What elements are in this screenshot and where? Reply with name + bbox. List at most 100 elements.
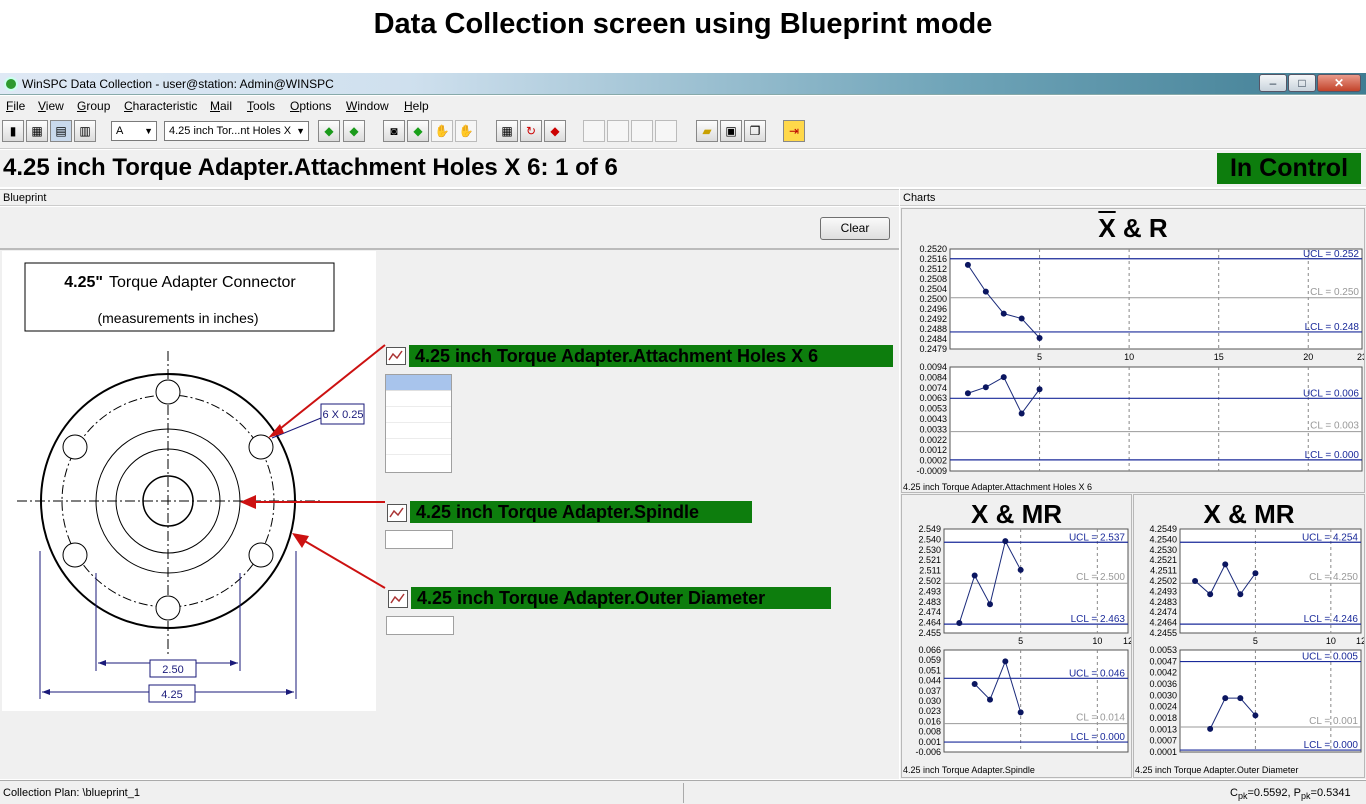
status-badge: In Control (1217, 153, 1361, 184)
chart-view-icon[interactable]: ▤ (50, 120, 72, 142)
menu-file[interactable]: File (6, 99, 26, 113)
outer-mr-ytick-label: 0.0030 (1149, 690, 1177, 700)
dim-inner-box (149, 659, 197, 678)
spindle-x-cl-label: CL = 2.500 (1076, 572, 1125, 583)
range-cl-label: CL = 0.003 (1310, 421, 1359, 432)
outer-mr-ytick-label: 0.0047 (1149, 656, 1177, 666)
xbar-data-point (1036, 335, 1043, 342)
hole-callout-box (320, 403, 365, 425)
grid-view-icon[interactable]: ▦ (26, 120, 48, 142)
blank-tool-4[interactable] (655, 120, 677, 142)
outer-mr-ytick-label: 0.0036 (1149, 679, 1177, 689)
accept-icon[interactable]: ◆ (407, 120, 429, 142)
stop-icon[interactable]: ◆ (544, 120, 566, 142)
spindle (142, 475, 194, 527)
menu-tools[interactable]: Tools (247, 99, 276, 113)
data-entry-icon[interactable]: ▮ (2, 120, 24, 142)
sample-combo[interactable]: A▼ (111, 121, 157, 141)
blueprint-drawing: 4.25"Torque Adapter Connector (measureme… (2, 251, 376, 711)
range-ytick-label: 0.0002 (919, 456, 947, 466)
close-button[interactable]: ✕ (1317, 74, 1361, 92)
monitor-icon[interactable]: ▣ (720, 120, 742, 142)
hand-icon[interactable]: ✋ (431, 120, 453, 142)
holes-entry-row[interactable] (386, 407, 451, 423)
hole-4 (155, 595, 181, 621)
blank-tool-3[interactable] (631, 120, 653, 142)
outer-chart-caption: 4.25 inch Torque Adapter.Outer Diameter (1135, 765, 1299, 775)
folder-icon[interactable]: ▰ (696, 120, 718, 142)
menu-help[interactable]: Help (404, 99, 429, 113)
previous-char-icon[interactable]: ◆ (318, 120, 340, 142)
status-divider (683, 783, 684, 803)
dim-outer-arrow-left (42, 689, 50, 695)
chart-toggle-icon-spindle[interactable] (387, 504, 407, 522)
outer-entry-field[interactable] (386, 616, 454, 635)
holes-entry-grid[interactable] (385, 374, 452, 473)
outer-x-ytick-label: 4.2455 (1149, 628, 1177, 638)
spindle-x-ytick-label: 2.530 (918, 545, 941, 555)
calculator-icon[interactable]: ▦ (496, 120, 518, 142)
xbar-data-point (964, 261, 971, 268)
char-label-outer[interactable]: 4.25 inch Torque Adapter.Outer Diameter (411, 587, 831, 609)
spindle-x-xtick-label: 10 (1092, 636, 1102, 646)
holes-entry-row[interactable] (386, 439, 451, 455)
spindle-mr-ytick-label: 0.023 (918, 706, 941, 716)
next-char-icon[interactable]: ◆ (343, 120, 365, 142)
outer-mr-data-point (1222, 695, 1229, 702)
charts-pane-label: Charts (900, 189, 1366, 206)
holes-entry-row[interactable] (386, 423, 451, 439)
outer-x-ytick-label: 4.2474 (1149, 607, 1177, 617)
outer-x-ytick-label: 4.2464 (1149, 618, 1177, 628)
chart-toggle-icon-outer[interactable] (388, 590, 408, 608)
chart-toggle-icon-holes[interactable] (386, 347, 406, 365)
maximize-button[interactable]: □ (1288, 74, 1316, 92)
outer-x-xtick-label: 10 (1326, 636, 1336, 646)
callout-arrows (240, 344, 386, 589)
exit-icon[interactable]: ⇥ (783, 120, 805, 142)
minimize-button[interactable]: – (1259, 74, 1287, 92)
menu-group[interactable]: Group (77, 99, 111, 113)
xbar-ytick-label: 0.2484 (919, 334, 947, 344)
hand-alt-icon[interactable]: ✋ (455, 120, 477, 142)
xbar-data-point (1018, 315, 1025, 322)
holes-entry-row-active[interactable] (386, 375, 451, 391)
blank-tool-2[interactable] (607, 120, 629, 142)
header-bar: 4.25 inch Torque Adapter.Attachment Hole… (0, 150, 1366, 187)
characteristic-combo[interactable]: 4.25 inch Tor...nt Holes X▼ (164, 121, 309, 141)
outer-mr-data-point (1252, 712, 1259, 719)
xbar-ytick-label: 0.2516 (919, 254, 947, 264)
spindle-entry-field[interactable] (385, 530, 453, 549)
arrow-outer-line (302, 539, 386, 589)
menu-view[interactable]: View (38, 99, 64, 113)
char-label-spindle[interactable]: 4.25 inch Torque Adapter.Spindle (410, 501, 752, 523)
clear-button[interactable]: Clear (820, 217, 890, 240)
toolbar: ▮ ▦ ▤ ▥ A▼ 4.25 inch Tor...nt Holes X▼ ◆… (0, 116, 1366, 149)
camera-icon[interactable]: ◙ (383, 120, 405, 142)
menu-window[interactable]: Window (346, 99, 389, 113)
menu-mail[interactable]: Mail (210, 99, 233, 113)
blueprint-view-icon[interactable]: ▥ (74, 120, 96, 142)
copy-icon[interactable]: ❐ (744, 120, 766, 142)
xbar-ytick-label: 0.2504 (919, 284, 947, 294)
refresh-icon[interactable]: ↻ (520, 120, 542, 142)
spindle-x-lcl-label: LCL = 2.463 (1071, 614, 1126, 625)
window-title: WinSPC Data Collection - user@station: A… (22, 77, 334, 91)
menu-options[interactable]: Options (290, 99, 332, 113)
blank-tool-1[interactable] (583, 120, 605, 142)
xbar-xtick-label: 23 (1357, 352, 1364, 362)
status-bar: Collection Plan: \blueprint_1 Cpk=0.5592… (0, 780, 1366, 804)
arrow-spindle-head (240, 495, 256, 509)
outer-x-lcl-label: LCL = 4.246 (1304, 614, 1359, 625)
outer-mr-ytick-label: 0.0018 (1149, 713, 1177, 723)
dim-inner-arrow-right (230, 660, 238, 666)
hole-5 (62, 542, 88, 568)
xbar-data-point (982, 288, 989, 295)
menu-characteristic[interactable]: Characteristic (124, 99, 198, 113)
holes-entry-row[interactable] (386, 391, 451, 407)
outer-chart-title: X & MR (1203, 499, 1295, 529)
hole-1 (155, 379, 181, 405)
range-ytick-label: 0.0022 (919, 435, 947, 445)
range-data-point (1018, 410, 1025, 417)
char-label-holes[interactable]: 4.25 inch Torque Adapter.Attachment Hole… (409, 345, 893, 367)
